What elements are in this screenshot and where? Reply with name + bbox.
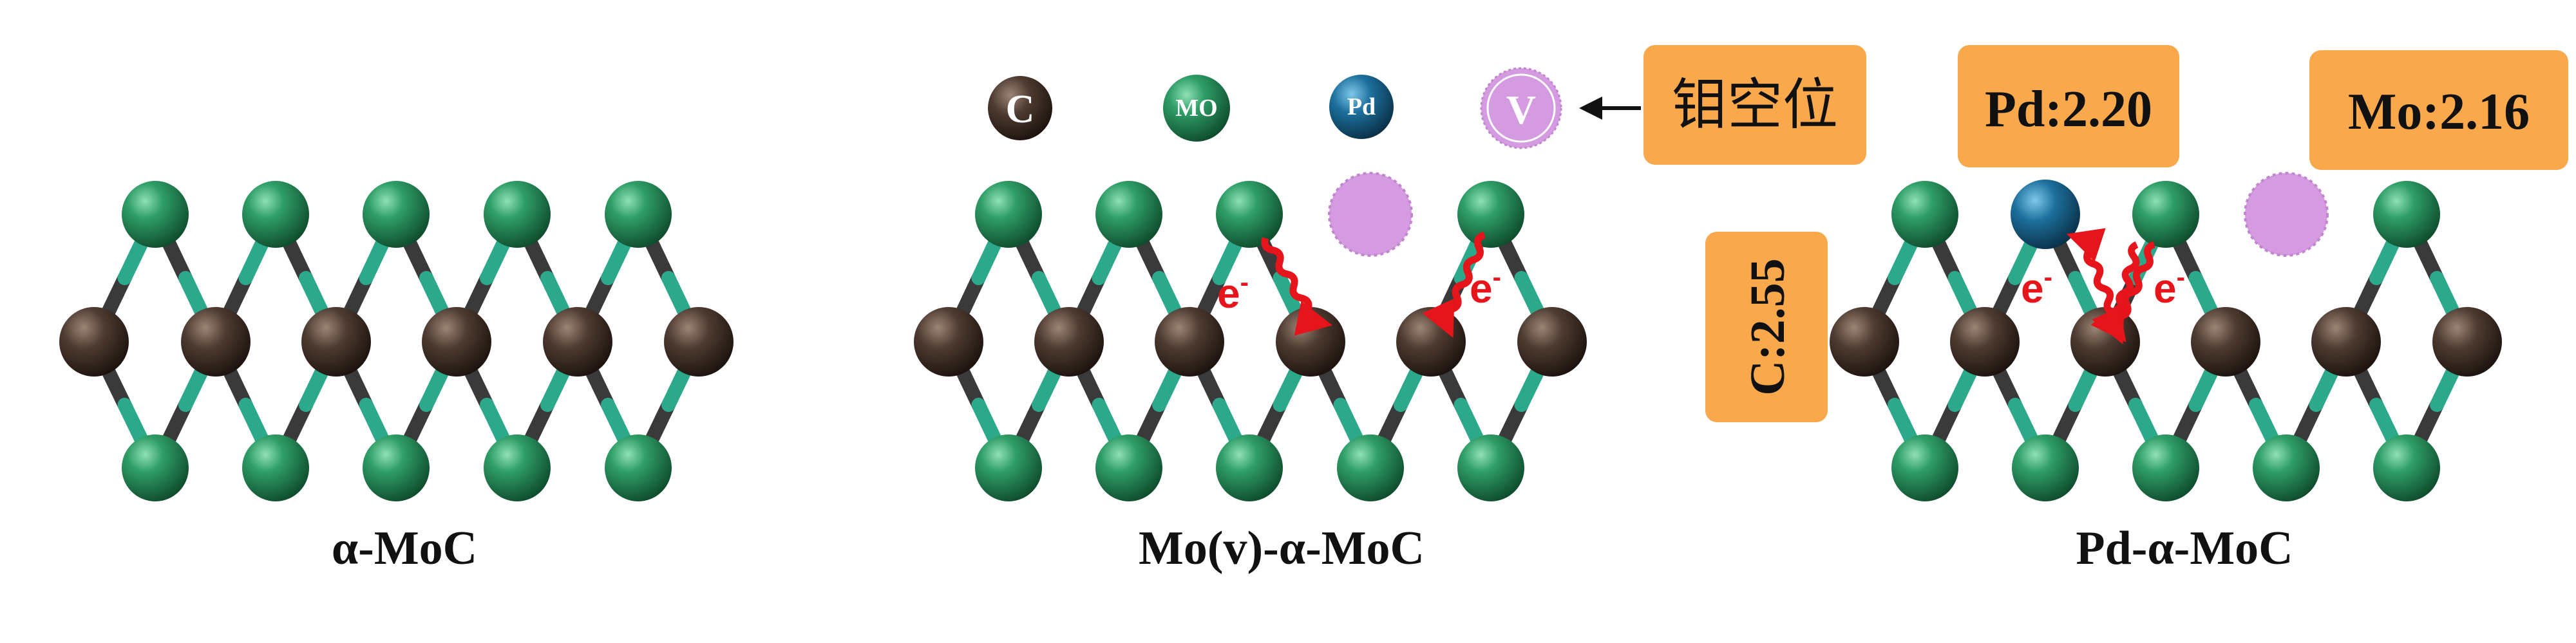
c-atom: [1034, 307, 1104, 377]
vacancy-label-box: 钼空位: [1643, 45, 1866, 165]
mo-atom: [1337, 434, 1404, 501]
legend: C MO Pd V 钼空位: [988, 45, 1866, 165]
c-atom: [2311, 307, 2381, 377]
legend-mo-atom: MO: [1163, 75, 1230, 142]
c-atom: [2191, 307, 2260, 377]
mo-atom: [2132, 181, 2199, 248]
mo-atom: [242, 434, 309, 501]
mo-atom: [605, 434, 672, 501]
mo-value-box: Mo:2.16: [2309, 50, 2568, 170]
electron-label: e-: [1217, 268, 1249, 317]
c-atom: [543, 307, 612, 377]
mo-atom: [1095, 181, 1162, 248]
electron-transfer-arrow: [1261, 237, 1332, 336]
legend-pd-label: Pd: [1347, 93, 1376, 120]
mo-atom: [363, 181, 430, 248]
mo-atom: [2132, 434, 2199, 501]
mo-atom: [2012, 434, 2079, 501]
c-atom: [59, 307, 129, 377]
mo-atom: [484, 434, 551, 501]
mo-atom: [1457, 181, 1524, 248]
electron-label: e-: [2154, 263, 2185, 312]
mo-atom: [975, 434, 1042, 501]
legend-mo-label: MO: [1175, 95, 1217, 122]
atom-layer: [59, 172, 2502, 501]
legend-pd-atom: Pd: [1329, 75, 1394, 139]
electron-labels: e- e- e- e-: [1217, 263, 2185, 317]
mo-atom: [2373, 181, 2440, 248]
mo-atom: [2373, 434, 2440, 501]
legend-c-atom: C: [988, 76, 1052, 140]
vacancy-label-text: 钼空位: [1672, 73, 1838, 137]
c-atom: [2432, 307, 2502, 377]
pd-value-text: Pd:2.20: [1985, 81, 2152, 138]
legend-vacancy: V: [1480, 67, 1562, 149]
electron-transfer-layer: [1261, 228, 2155, 344]
mo-atom: [242, 181, 309, 248]
pd-atom: [2011, 180, 2080, 249]
mo-atom: [975, 181, 1042, 248]
c-atom: [914, 307, 983, 377]
electron-transfer-arrow: [1422, 231, 1486, 338]
mo-atom: [484, 181, 551, 248]
c-atom: [1830, 307, 1899, 377]
electron-label: e-: [1470, 263, 1501, 312]
mo-atom: [605, 181, 672, 248]
electron-label: e-: [2021, 263, 2052, 312]
legend-vacancy-label: V: [1506, 87, 1536, 133]
mo-atom: [1216, 181, 1283, 248]
c-atom: [1155, 307, 1224, 377]
caption-pd-alpha-moc: Pd-α-MoC: [2076, 522, 2293, 575]
legend-c-label: C: [1006, 88, 1035, 131]
mo-atom: [122, 434, 189, 501]
c-atom: [301, 307, 371, 377]
caption-mov-alpha-moc: Mo(v)-α-MoC: [1139, 522, 1425, 575]
electron-transfer-arrow: [2090, 241, 2140, 342]
mo-atom: [2253, 434, 2320, 501]
c-atom: [664, 307, 734, 377]
mo-atom: [1457, 434, 1524, 501]
c-atom: [2070, 307, 2140, 377]
vacancy-site: [1328, 172, 1413, 257]
mo-atom: [1216, 434, 1283, 501]
c-atom: [1396, 307, 1466, 377]
mo-atom: [363, 434, 430, 501]
vacancy-site: [2244, 172, 2329, 257]
c-value-box: C:2.55: [1705, 232, 1828, 422]
c-atom: [181, 307, 251, 377]
mo-atom: [1095, 434, 1162, 501]
mo-atom: [1891, 181, 1958, 248]
c-atom: [1517, 307, 1587, 377]
c-atom: [1950, 307, 2020, 377]
mo-atom: [1891, 434, 1958, 501]
mo-value-text: Mo:2.16: [2348, 84, 2530, 140]
c-value-text: C:2.55: [1741, 258, 1795, 395]
caption-alpha-moc: α-MoC: [332, 522, 477, 575]
c-atom: [422, 307, 491, 377]
pd-value-box: Pd:2.20: [1958, 45, 2179, 167]
mo-atom: [122, 181, 189, 248]
